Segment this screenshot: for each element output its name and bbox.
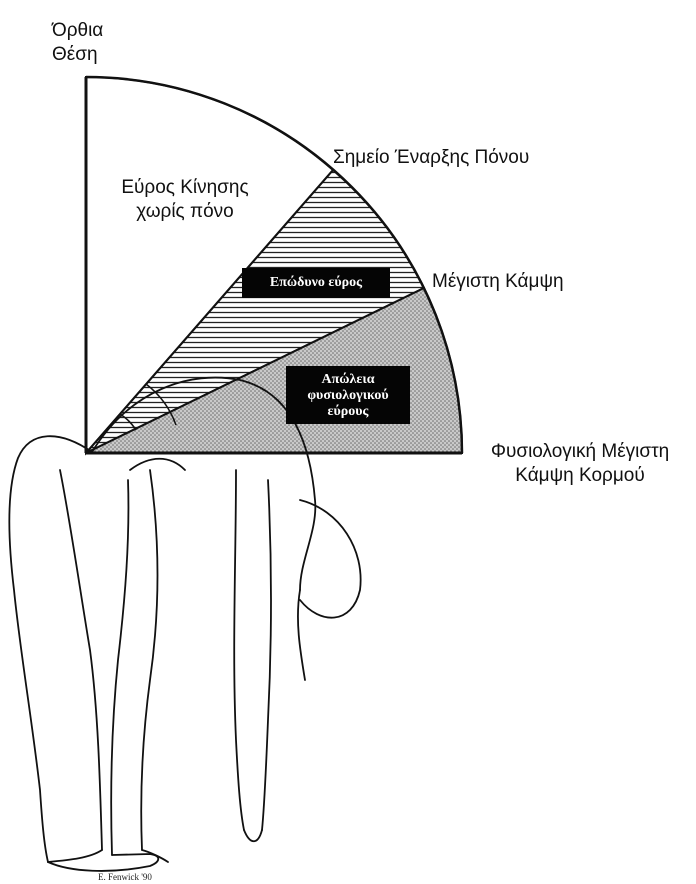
pain-onset-label: Σημείο Έναρξης Πόνου — [333, 146, 529, 170]
artist-signature: E. Fenwick '90 — [98, 872, 152, 882]
physio-line-2: Κάμψη Κορμού — [470, 464, 690, 488]
lost-range-line-2: φυσιολογικού — [286, 388, 410, 404]
physio-line-1: Φυσιολογική Μέγιστη — [470, 440, 690, 464]
upright-line-2: Θέση — [52, 43, 103, 67]
upright-line-1: Όρθια — [52, 19, 103, 43]
upright-position-label: Όρθια Θέση — [52, 19, 103, 67]
pain-free-line-2: χωρίς πόνο — [110, 200, 260, 224]
lost-range-box: Απώλεια φυσιολογικού εύρους — [286, 366, 410, 424]
pain-free-range-label: Εύρος Κίνησης χωρίς πόνο — [110, 176, 260, 224]
max-flexion-label: Μέγιστη Κάμψη — [432, 270, 564, 294]
pain-free-line-1: Εύρος Κίνησης — [110, 176, 260, 200]
painful-range-box: Επώδυνο εύρος — [242, 268, 390, 298]
lost-range-line-1: Απώλεια — [286, 372, 410, 388]
physiological-max-flexion-label: Φυσιολογική Μέγιστη Κάμψη Κορμού — [470, 440, 690, 488]
lost-range-line-3: εύρους — [286, 404, 410, 420]
